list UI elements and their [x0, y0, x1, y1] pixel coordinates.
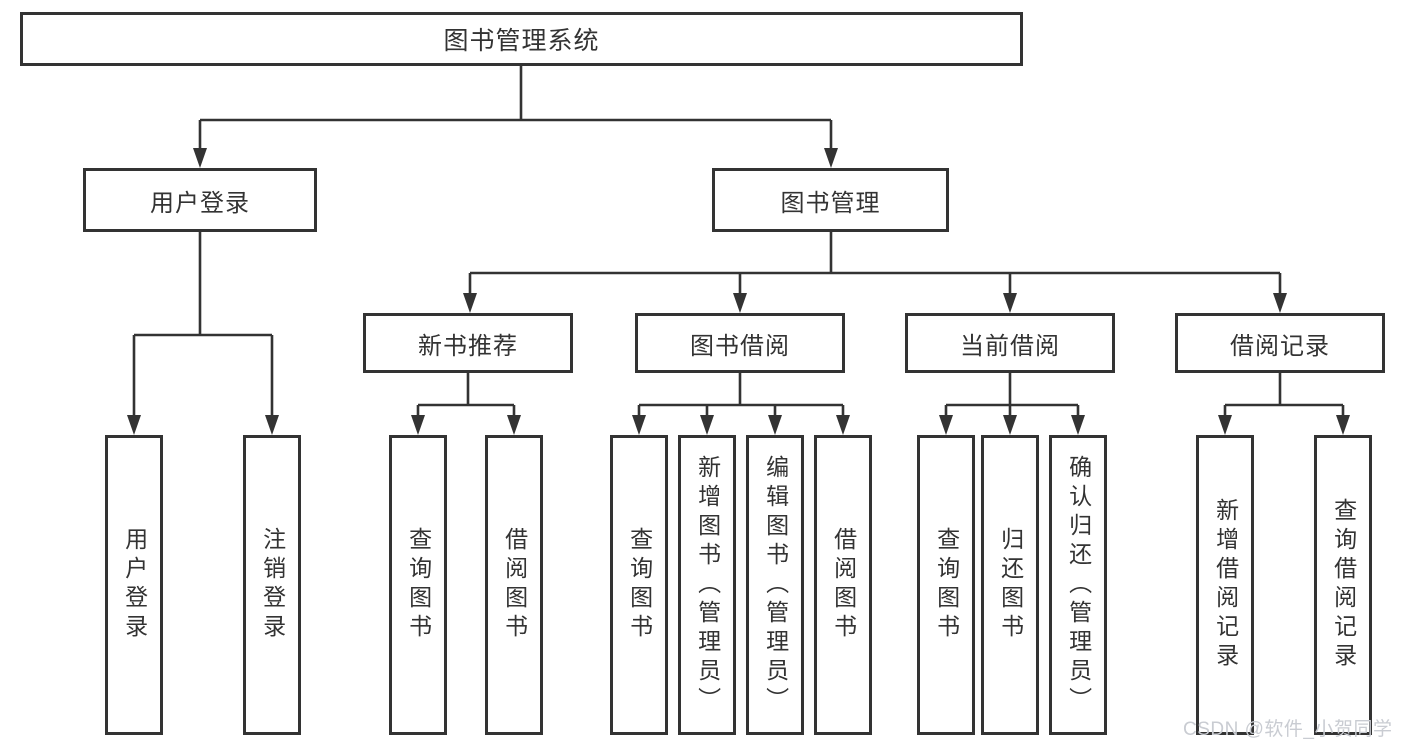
- node-book-management-label: 图书管理: [780, 189, 881, 217]
- leaf-confirm-return-admin: 确认归还（管理员）: [1049, 435, 1107, 735]
- node-new-book-recommend-label: 新书推荐: [418, 332, 518, 360]
- node-user-login-label: 用户登录: [150, 189, 250, 217]
- leaf-user-login-label: 用户登录: [121, 527, 148, 643]
- leaf-label: 确认归还（管理员）: [1065, 454, 1092, 716]
- leaf-label: 查询图书: [405, 527, 432, 643]
- leaf-label: 编辑图书（管理员）: [762, 454, 789, 716]
- leaf-query-borrow-record: 查询借阅记录: [1314, 435, 1372, 735]
- leaf-label: 归还图书: [997, 527, 1024, 643]
- leaf-add-books-admin: 新增图书（管理员）: [678, 435, 736, 735]
- node-borrow-records-label: 借阅记录: [1230, 332, 1330, 360]
- node-current-borrow: 当前借阅: [905, 313, 1115, 373]
- leaf-add-borrow-record: 新增借阅记录: [1196, 435, 1254, 735]
- leaf-label: 查询图书: [626, 527, 653, 643]
- leaf-borrow-books: 借阅图书: [814, 435, 872, 735]
- leaf-borrow-books-recommend: 借阅图书: [485, 435, 543, 735]
- leaf-logout: 注销登录: [243, 435, 301, 735]
- node-user-login: 用户登录: [83, 168, 317, 232]
- leaf-label: 借阅图书: [830, 527, 857, 643]
- node-new-book-recommend: 新书推荐: [363, 313, 573, 373]
- node-root-system: 图书管理系统: [20, 12, 1023, 66]
- leaf-label: 新增借阅记录: [1212, 498, 1239, 672]
- leaf-query-books-current: 查询图书: [917, 435, 975, 735]
- leaf-user-login: 用户登录: [105, 435, 163, 735]
- leaf-label: 查询借阅记录: [1330, 498, 1357, 672]
- node-root-label: 图书管理系统: [443, 27, 600, 55]
- leaf-return-books: 归还图书: [981, 435, 1039, 735]
- leaf-query-books-borrow: 查询图书: [610, 435, 668, 735]
- leaf-edit-books-admin: 编辑图书（管理员）: [746, 435, 804, 735]
- node-book-borrow-label: 图书借阅: [690, 332, 790, 360]
- node-book-borrow: 图书借阅: [635, 313, 845, 373]
- node-current-borrow-label: 当前借阅: [960, 332, 1060, 360]
- leaf-query-books-recommend: 查询图书: [389, 435, 447, 735]
- leaf-logout-label: 注销登录: [259, 527, 286, 643]
- node-borrow-records: 借阅记录: [1175, 313, 1385, 373]
- node-book-management: 图书管理: [712, 168, 949, 232]
- csdn-watermark: CSDN @软件_小贺同学: [1183, 719, 1393, 740]
- leaf-label: 新增图书（管理员）: [694, 454, 721, 716]
- leaf-label: 查询图书: [933, 527, 960, 643]
- leaf-label: 借阅图书: [501, 527, 528, 643]
